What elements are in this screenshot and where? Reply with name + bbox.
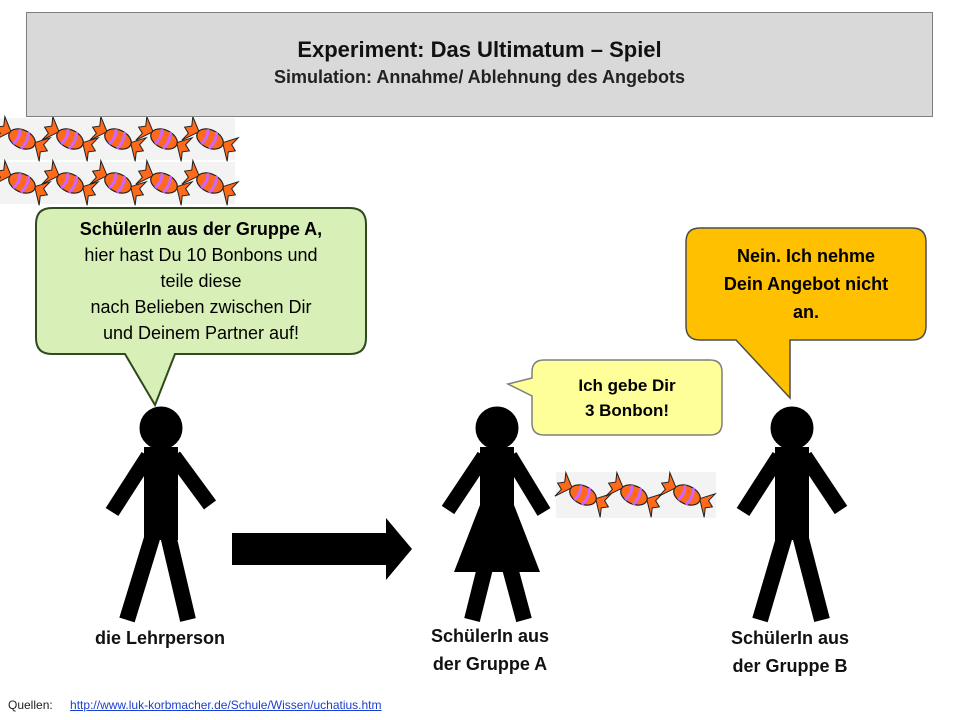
reject-bubble-line-3: an. bbox=[792, 302, 819, 322]
flow-arrow bbox=[232, 518, 412, 580]
teacher-bubble-text: SchülerIn aus der Gruppe A, hier hast Du… bbox=[40, 210, 362, 352]
offer-bubble-line-1: Ich gebe Dir bbox=[578, 376, 676, 395]
student-b-label: SchülerIn aus der Gruppe B bbox=[690, 624, 890, 680]
teacher-figure bbox=[105, 406, 217, 623]
candy-rows-teacher bbox=[0, 113, 243, 209]
offer-speech-bubble bbox=[505, 359, 723, 436]
teacher-bubble-line-1: SchülerIn aus der Gruppe A, bbox=[79, 219, 323, 239]
page-subtitle: Simulation: Annahme/ Ablehnung des Angeb… bbox=[273, 67, 685, 87]
teacher-label-text: die Lehrperson bbox=[94, 628, 226, 648]
teacher-bubble-line-4: nach Belieben zwischen Dir bbox=[90, 297, 312, 317]
student-b-label-line-1: SchülerIn aus bbox=[730, 628, 850, 648]
student-a-label: SchülerIn aus der Gruppe A bbox=[390, 622, 590, 678]
reject-speech-bubble bbox=[685, 227, 927, 400]
offer-bubble-line-2: 3 Bonbon! bbox=[584, 401, 670, 420]
reject-bubble-line-2: Dein Angebot nicht bbox=[723, 274, 889, 294]
student-b-figure bbox=[736, 406, 848, 623]
footer-label: Quellen: bbox=[8, 698, 53, 712]
candy-row-offered bbox=[550, 469, 720, 521]
teacher-speech-bubble bbox=[35, 207, 367, 408]
title-box: Experiment: Das Ultimatum – Spiel Simula… bbox=[26, 12, 933, 117]
reject-bubble-text: Nein. Ich nehme Dein Angebot nicht an. bbox=[688, 230, 924, 338]
student-b-label-line-2: der Gruppe B bbox=[732, 656, 848, 676]
teacher-bubble-line-2: hier hast Du 10 Bonbons und bbox=[84, 245, 318, 265]
page-title: Experiment: Das Ultimatum – Spiel bbox=[297, 37, 662, 62]
teacher-label: die Lehrperson bbox=[60, 624, 260, 652]
student-a-label-line-1: SchülerIn aus bbox=[430, 626, 550, 646]
footer: Quellen: http://www.luk-korbmacher.de/Sc… bbox=[8, 698, 382, 712]
reject-bubble-line-1: Nein. Ich nehme bbox=[736, 246, 876, 266]
student-a-label-line-2: der Gruppe A bbox=[432, 654, 548, 674]
student-a-figure bbox=[441, 406, 551, 623]
teacher-bubble-line-5: und Deinem Partner auf! bbox=[102, 323, 300, 343]
source-link[interactable]: http://www.luk-korbmacher.de/Schule/Wiss… bbox=[70, 698, 382, 712]
offer-bubble-text: Ich gebe Dir 3 Bonbon! bbox=[534, 362, 720, 434]
teacher-bubble-line-3: teile diese bbox=[160, 271, 242, 291]
